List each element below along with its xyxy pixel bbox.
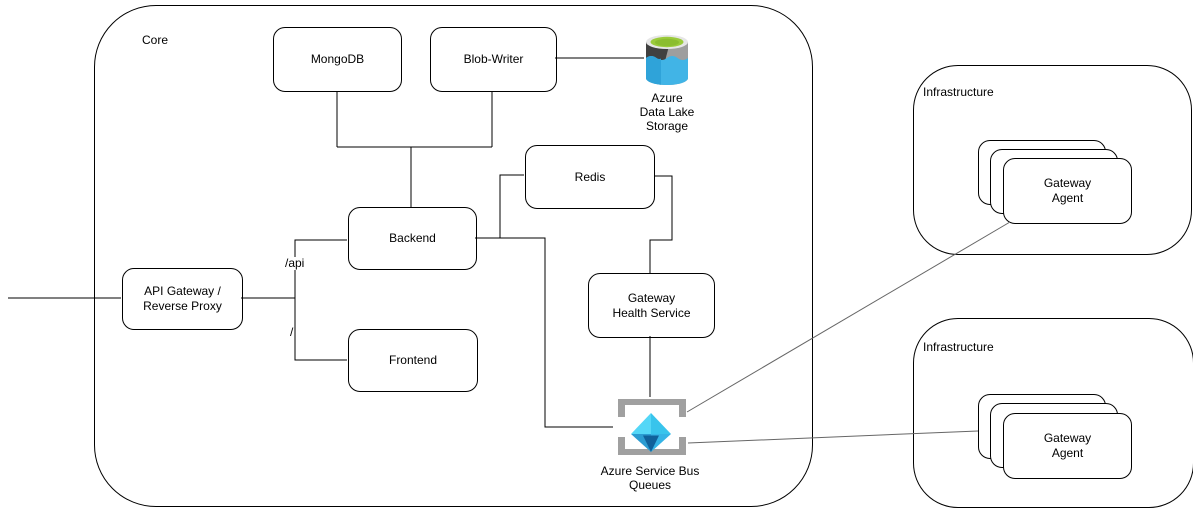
node-api-gateway: API Gateway / Reverse Proxy [122, 268, 243, 330]
node-redis: Redis [525, 145, 655, 209]
servicebus-envelope-top-left [631, 413, 651, 434]
infrastructure-top-label: Infrastructure [923, 85, 994, 99]
azure-service-bus-queues-label: Azure Service Bus Queues [600, 464, 700, 492]
servicebus-frame-bottom [618, 437, 686, 455]
edge-label-root-route: / [289, 325, 295, 339]
node-gateway-agent-bottom: Gateway Agent [1003, 413, 1132, 479]
datalake-top-green-inner [655, 38, 679, 46]
servicebus-envelope-top-right [651, 413, 671, 434]
azure-data-lake-storage-label: Azure Data Lake Storage [639, 91, 695, 133]
edge-label-api-route: /api [284, 256, 306, 270]
node-gateway-agent-top: Gateway Agent [1003, 158, 1132, 224]
node-blob-writer: Blob-Writer [430, 27, 557, 92]
core-label: Core [142, 33, 169, 47]
azure-data-lake-storage-icon [646, 35, 688, 85]
node-frontend: Frontend [348, 329, 478, 392]
servicebus-frame-top [618, 399, 686, 417]
infrastructure-bottom-label: Infrastructure [923, 340, 994, 354]
node-backend: Backend [348, 207, 477, 270]
node-gateway-health-service: Gateway Health Service [588, 273, 715, 338]
servicebus-envelope-shadow [643, 435, 659, 452]
node-mongodb: MongoDB [273, 27, 402, 92]
infrastructure-bottom-container [913, 318, 1193, 508]
azure-service-bus-queues-icon [618, 399, 686, 455]
infrastructure-top-container [913, 65, 1192, 255]
datalake-water-dark [646, 56, 661, 85]
